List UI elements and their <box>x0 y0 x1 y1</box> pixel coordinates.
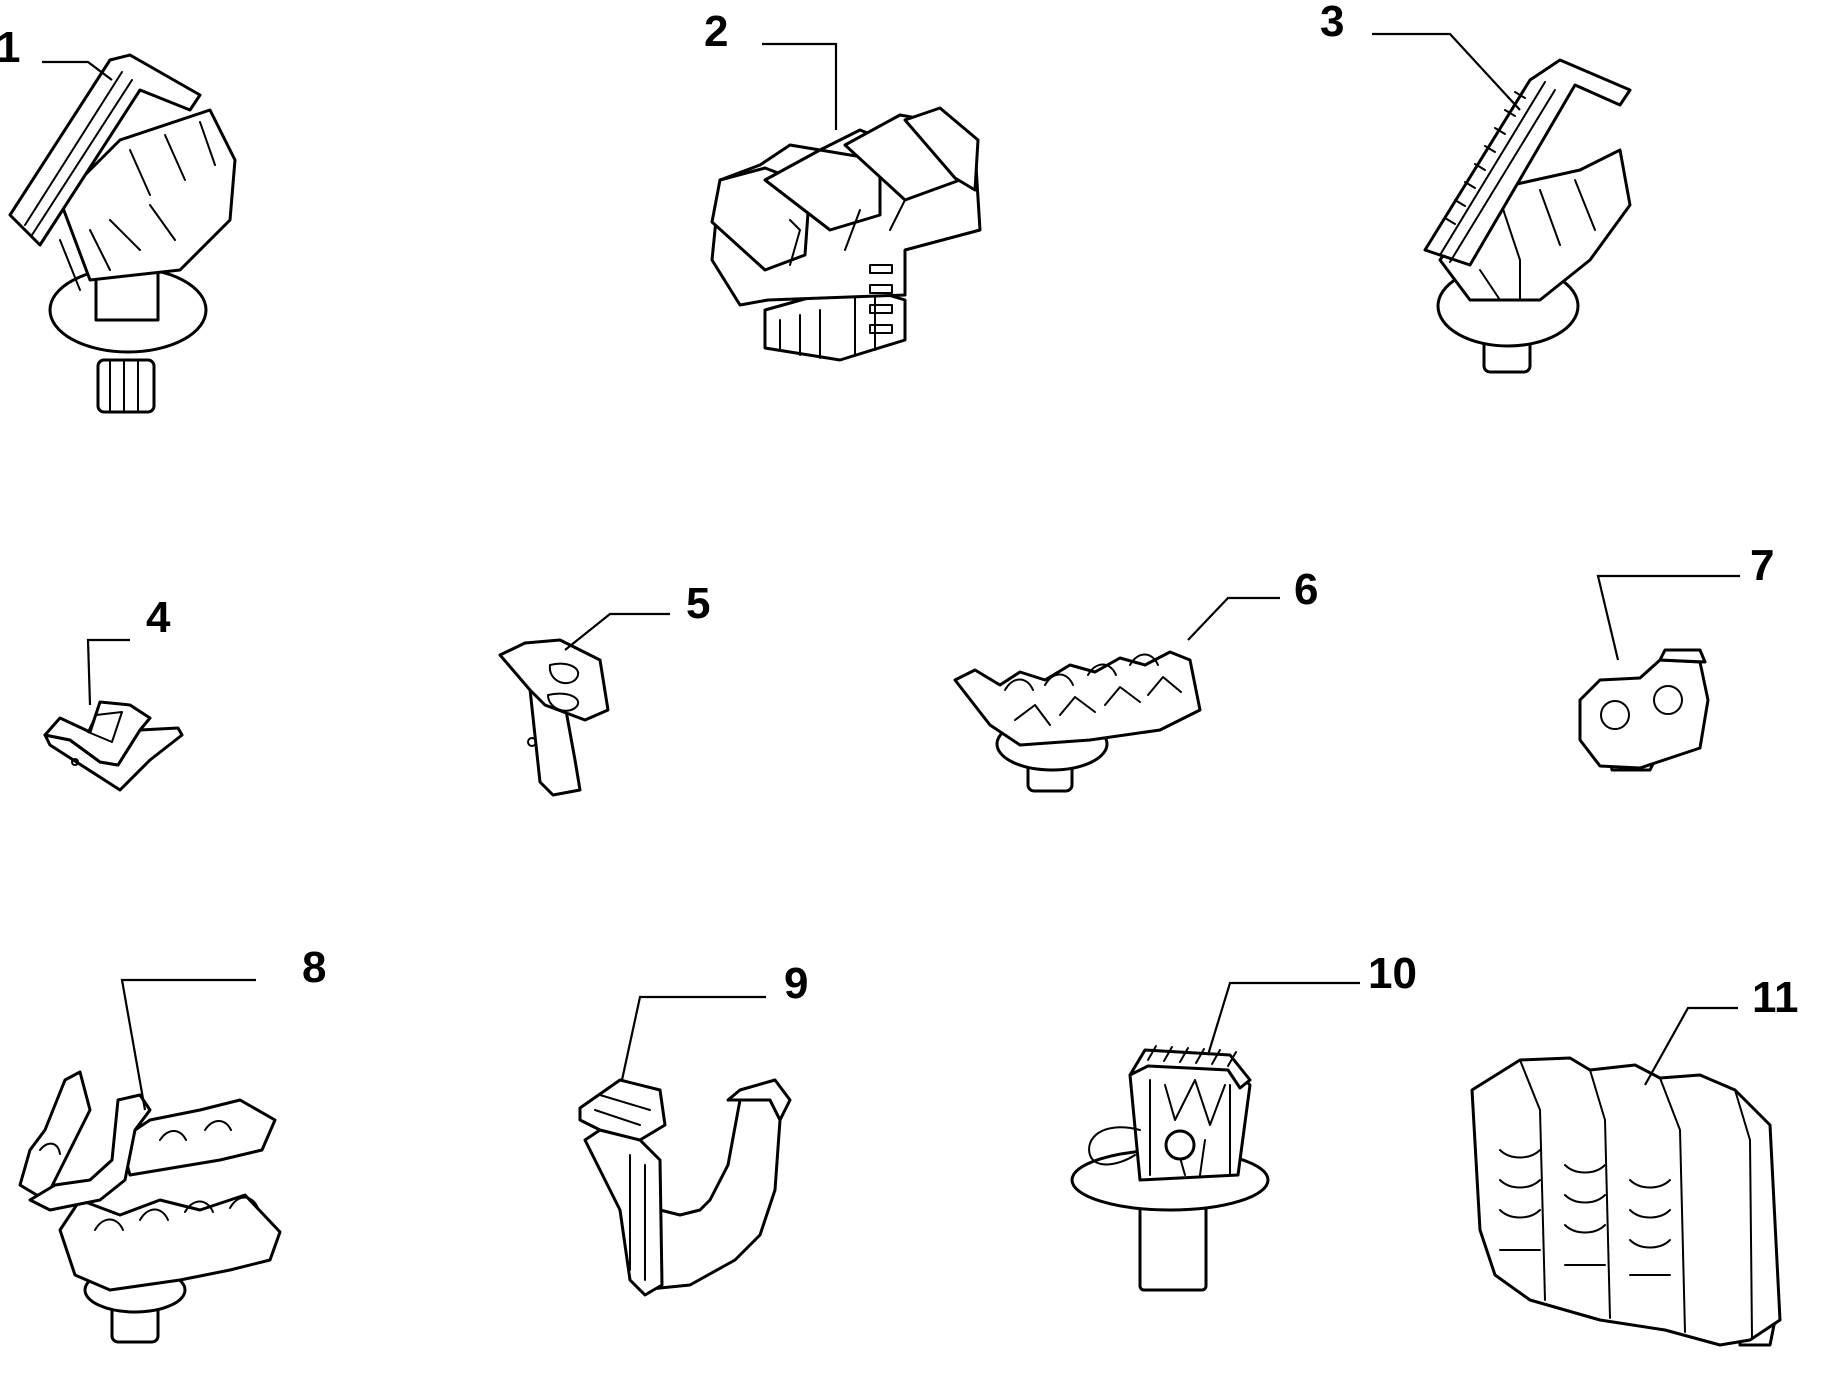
label-9: 9 <box>784 959 808 1008</box>
part-10-clip <box>1070 1045 1270 1292</box>
leader-line-2 <box>762 42 838 130</box>
label-10: 10 <box>1368 949 1417 998</box>
leader-line-6 <box>1187 596 1280 641</box>
part-7-clip <box>1578 648 1710 772</box>
leader-line-10 <box>1206 981 1360 1056</box>
part-3-clip <box>1423 58 1632 374</box>
label-2: 2 <box>704 7 728 56</box>
leader-line-3 <box>1372 32 1521 111</box>
label-7: 7 <box>1750 541 1774 590</box>
leader-line-11 <box>1644 1006 1738 1086</box>
part-4-clip <box>43 700 184 792</box>
part-8-clip <box>18 1070 282 1344</box>
label-11: 11 <box>1752 973 1799 1022</box>
label-5: 5 <box>686 579 710 628</box>
leader-line-4 <box>86 638 130 706</box>
leader-line-5 <box>564 612 670 651</box>
part-6-clip <box>953 650 1202 793</box>
leader-line-1 <box>42 60 113 81</box>
label-3: 3 <box>1320 0 1344 46</box>
part-9-clip <box>578 1078 792 1297</box>
part-2-clip <box>710 106 982 362</box>
leader-line-7 <box>1596 574 1740 661</box>
label-4: 4 <box>146 593 171 642</box>
label-8: 8 <box>302 943 326 992</box>
leader-line-9 <box>620 995 766 1081</box>
label-1: 1 <box>0 23 20 72</box>
leader-line-8 <box>120 978 256 1111</box>
part-1-clip <box>8 53 237 414</box>
part-11-grommet <box>1470 1056 1782 1347</box>
part-5-bracket <box>498 638 610 797</box>
label-6: 6 <box>1294 565 1318 614</box>
